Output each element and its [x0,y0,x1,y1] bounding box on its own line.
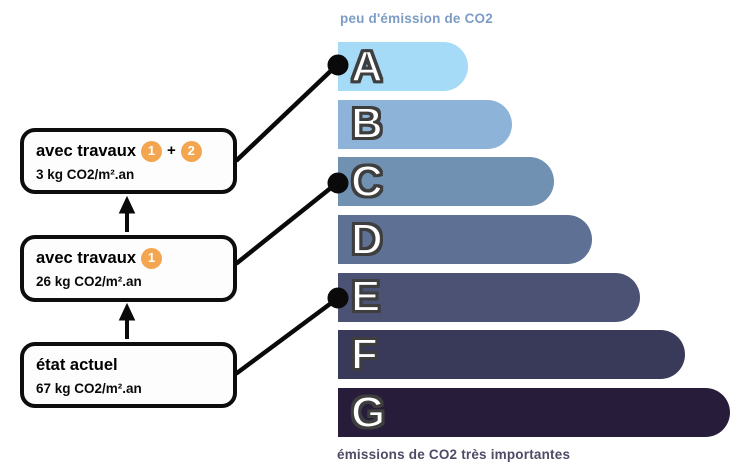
info-box-title-row: avec travaux 1 [36,247,221,269]
badge-1-icon: 1 [141,247,162,269]
info-box-title: avec travaux [36,249,136,267]
badge-2-icon: 2 [180,140,202,162]
info-box-value: 67 kg CO2/m².an [36,381,142,396]
bar-class-a: A [338,42,468,91]
bar-class-c: C [338,156,554,207]
up-arrow-2-icon [118,302,136,321]
info-box-title: état actuel [36,356,118,374]
bar-class-e: E [338,272,640,322]
bar-class-f: F [338,329,685,380]
bar-letter-d: D [350,214,384,264]
bar-class-b: B [338,99,512,149]
bar-class-g: G [338,387,730,438]
info-box-title-row: état actuel [36,354,221,376]
info-box-etat-actuel: état actuel 67 kg CO2/m².an [20,342,237,408]
info-box-avec-travaux-1-2: avec travaux 1 + 2 3 kg CO2/m².an [20,128,237,194]
bar-class-d: D [338,214,592,265]
high-emission-caption: émissions de CO2 très importantes [337,447,571,462]
plus-sign: + [167,142,176,159]
info-box-value: 26 kg CO2/m².an [36,274,142,289]
bar-letter-c: C [350,156,384,206]
badge-1-icon: 1 [141,140,162,162]
connector-line-2 [234,180,340,266]
bar-letter-f: F [350,329,379,379]
low-emission-caption: peu d'émission de CO2 [340,11,493,26]
info-box-title-row: avec travaux 1 + 2 [36,140,221,162]
bar-letter-g: G [350,387,386,437]
info-box-avec-travaux-1: avec travaux 1 26 kg CO2/m².an [20,235,237,302]
info-box-title: avec travaux [36,142,136,160]
bar-letter-a: A [350,41,384,91]
up-arrow-1-icon [118,195,136,214]
bar-letter-b: B [350,99,384,149]
bars-container: A B C D E F G [338,42,730,446]
bar-letter-e: E [350,272,381,322]
connector-line-1 [234,62,340,163]
connector-line-3 [234,295,341,376]
info-box-value: 3 kg CO2/m².an [36,167,135,182]
